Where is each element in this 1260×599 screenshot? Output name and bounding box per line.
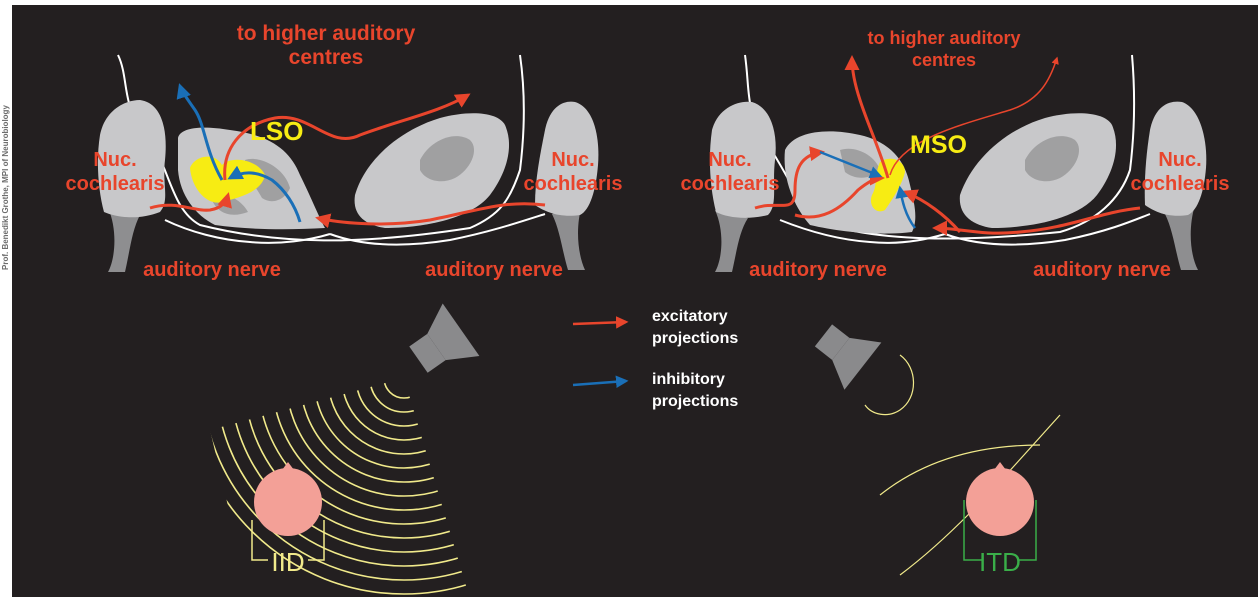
left-nuc-left-line1: Nuc. <box>93 149 136 171</box>
right-nuc-left-line2: cochlearis <box>681 173 780 195</box>
legend-inhibitory-line2: projections <box>652 393 738 410</box>
legend-excitatory-line1: excitatory <box>652 308 728 325</box>
credit-text: Prof. Benedikt Grothe, MPI of Neurobiolo… <box>1 105 10 270</box>
left-nerve-right-label: auditory nerve <box>425 259 563 281</box>
mso-label: MSO <box>910 131 967 159</box>
left-nuc-left-line2: cochlearis <box>66 173 165 195</box>
diagram-background <box>12 5 1258 597</box>
left-nuc-right-line1: Nuc. <box>551 149 594 171</box>
right-nuc-left-line1: Nuc. <box>708 149 751 171</box>
iid-label: IID <box>271 547 304 577</box>
left-nerve-left-label: auditory nerve <box>143 259 281 281</box>
right-nerve-left-label: auditory nerve <box>749 259 887 281</box>
left-title-line2: centres <box>289 46 364 69</box>
itd-head-icon <box>966 468 1034 536</box>
right-nerve-right-label: auditory nerve <box>1033 259 1171 281</box>
right-title-line1: to higher auditory <box>868 28 1021 48</box>
left-nuc-right-line2: cochlearis <box>524 173 623 195</box>
iid-head-icon <box>254 468 322 536</box>
right-nuc-right-line2: cochlearis <box>1131 173 1230 195</box>
legend-inhibitory-line1: inhibitory <box>652 371 725 388</box>
left-title-line1: to higher auditory <box>237 22 416 45</box>
itd-label: ITD <box>979 547 1021 577</box>
lso-label: LSO <box>250 116 303 146</box>
right-title-line2: centres <box>912 50 976 70</box>
right-nuc-right-line1: Nuc. <box>1158 149 1201 171</box>
legend-excitatory-line2: projections <box>652 330 738 347</box>
